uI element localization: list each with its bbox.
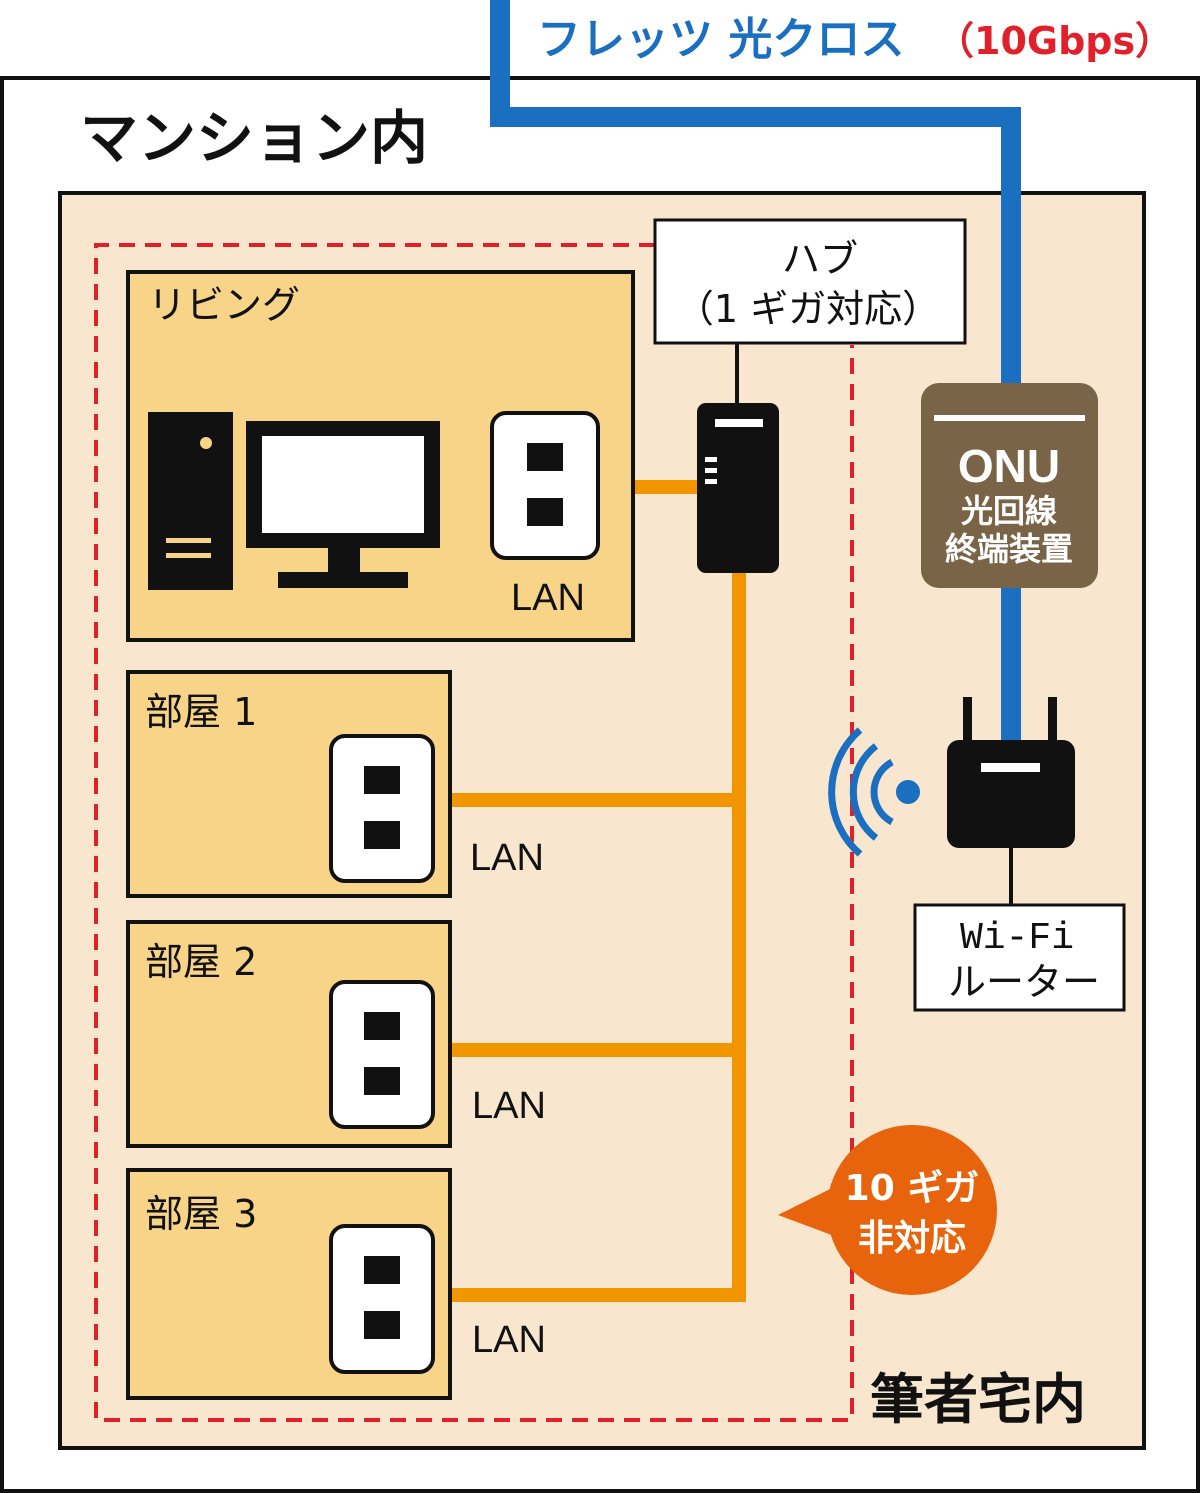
lan-port-icon — [329, 980, 435, 1129]
callout-line2: 非対応 — [858, 1218, 966, 1259]
onu-title: ONU — [958, 440, 1060, 492]
mansion-label: マンション内 — [80, 104, 428, 172]
hub-device-icon — [697, 403, 779, 573]
callout-line1: 10 ギガ — [845, 1168, 980, 1209]
dashed-lan-zone — [94, 243, 854, 1422]
hub-label-line2: （1 ギガ対応） — [676, 287, 940, 331]
onu-line1: 光回線 — [961, 492, 1057, 530]
lan-label-room1: LAN — [470, 837, 544, 879]
wifi-signal-icon — [828, 727, 920, 857]
hub-label-line1: ハブ — [782, 237, 858, 281]
router-label-line1: Wi-Fi — [960, 917, 1074, 960]
monitor-icon — [246, 421, 440, 588]
router-label-box — [913, 903, 1126, 1012]
lan-label-living: LAN — [511, 577, 585, 619]
router-label-line2: ルーター — [948, 960, 1100, 1004]
room-3-label: 部屋 3 — [145, 1192, 257, 1236]
wifi-router-icon — [947, 697, 1075, 905]
service-name: フレッツ 光クロス — [537, 14, 904, 65]
lan-port-icon — [329, 1224, 435, 1374]
room-1-label: 部屋 1 — [145, 690, 257, 734]
room-living-label: リビング — [148, 283, 300, 327]
service-speed: （10Gbps） — [936, 19, 1173, 63]
onu-line2: 終端装置 — [945, 530, 1073, 568]
lan-label-room2: LAN — [472, 1085, 546, 1127]
room-2-label: 部屋 2 — [145, 940, 257, 984]
onu-device — [921, 383, 1098, 588]
callout-bubble — [778, 1125, 997, 1295]
home-label: 筆者宅内 — [870, 1368, 1086, 1431]
lan-label-room3: LAN — [472, 1319, 546, 1361]
lan-port-icon — [329, 734, 435, 883]
pc-tower-icon — [148, 412, 233, 590]
hub-label-box — [653, 218, 967, 345]
lan-port-icon — [490, 411, 600, 560]
